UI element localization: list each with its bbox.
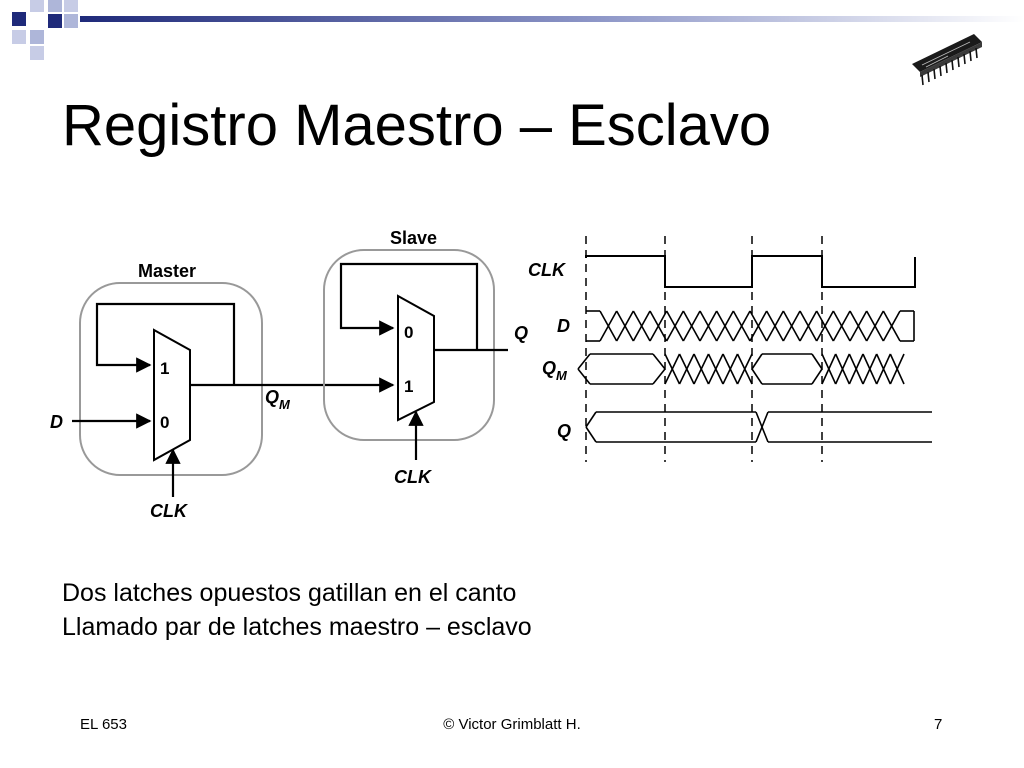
master-label: Master	[138, 261, 196, 281]
chip-icon	[912, 34, 982, 86]
timing-q-label: Q	[557, 421, 571, 441]
slide-title: Registro Maestro – Esclavo	[62, 93, 772, 158]
slave-q-label: Q	[514, 323, 528, 343]
q-waveform	[585, 411, 932, 443]
slide-body: Dos latches opuestos gatillan en el cant…	[62, 576, 532, 644]
master-slave-diagram: Master 1 0 D CLK QM Slave 0 1 Q CLK CLK …	[50, 228, 932, 521]
page-number: 7	[934, 716, 943, 733]
slave-mux-input-1: 1	[404, 377, 413, 396]
timing-diagram: CLK D QM Q	[528, 236, 932, 462]
master-mux	[153, 328, 191, 462]
slave-label: Slave	[390, 228, 437, 248]
master-d-label: D	[50, 412, 63, 432]
body-line: Llamado par de latches maestro – esclavo	[62, 613, 532, 641]
slave-clk-label: CLK	[394, 467, 433, 487]
footer-author: © Victor Grimblatt H.	[443, 716, 581, 733]
master-mux-input-1: 1	[160, 359, 169, 378]
body-line: Dos latches opuestos gatillan en el cant…	[62, 579, 517, 607]
master-outline	[79, 282, 263, 476]
master-mux-input-0: 0	[160, 413, 169, 432]
clk-waveform	[585, 255, 916, 288]
timing-clk-label: CLK	[528, 260, 567, 280]
slave-mux-input-0: 0	[404, 323, 413, 342]
footer-course: EL 653	[80, 716, 127, 733]
d-waveform	[586, 310, 915, 342]
decorative-header-squares	[12, 0, 1024, 60]
slave-outline	[323, 249, 495, 441]
qm-waveform	[577, 353, 905, 385]
master-clk-label: CLK	[150, 501, 189, 521]
wire-qm-label: QM	[265, 387, 291, 412]
timing-d-label: D	[557, 316, 570, 336]
timing-qm-label: QM	[542, 358, 568, 383]
slave-mux	[397, 294, 435, 422]
